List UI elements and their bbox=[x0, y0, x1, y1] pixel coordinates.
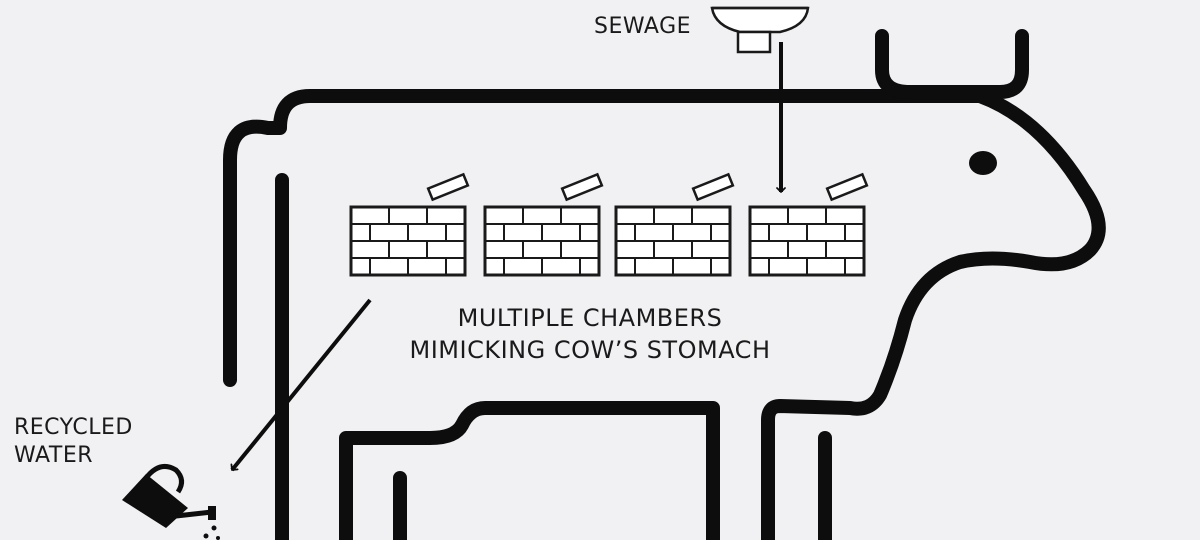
chamber-3-icon bbox=[614, 172, 735, 277]
cow-belly-outline bbox=[339, 401, 720, 540]
recycled-water-label-line1: RECYCLED bbox=[14, 415, 133, 440]
chambers-caption-line1: MULTIPLE CHAMBERS bbox=[457, 304, 723, 332]
cow-horns bbox=[875, 29, 1029, 99]
recycled-water-arrow bbox=[230, 298, 372, 472]
chamber-4-icon bbox=[748, 172, 869, 277]
chambers-caption: MULTIPLE CHAMBERS MIMICKING COW’S STOMAC… bbox=[380, 302, 800, 366]
cow-body-outline bbox=[223, 89, 1106, 540]
recycled-water-label: RECYCLED WATER bbox=[14, 414, 133, 470]
chamber-1-icon bbox=[349, 172, 470, 277]
toilet-sink-icon bbox=[710, 6, 810, 54]
chamber-2-icon bbox=[483, 172, 604, 277]
cow-eye bbox=[969, 151, 997, 175]
sewage-label: SEWAGE bbox=[594, 14, 692, 39]
chambers-caption-line2: MIMICKING COW’S STOMACH bbox=[409, 336, 771, 364]
watering-can-icon bbox=[122, 463, 220, 540]
recycled-water-label-line2: WATER bbox=[14, 443, 94, 468]
